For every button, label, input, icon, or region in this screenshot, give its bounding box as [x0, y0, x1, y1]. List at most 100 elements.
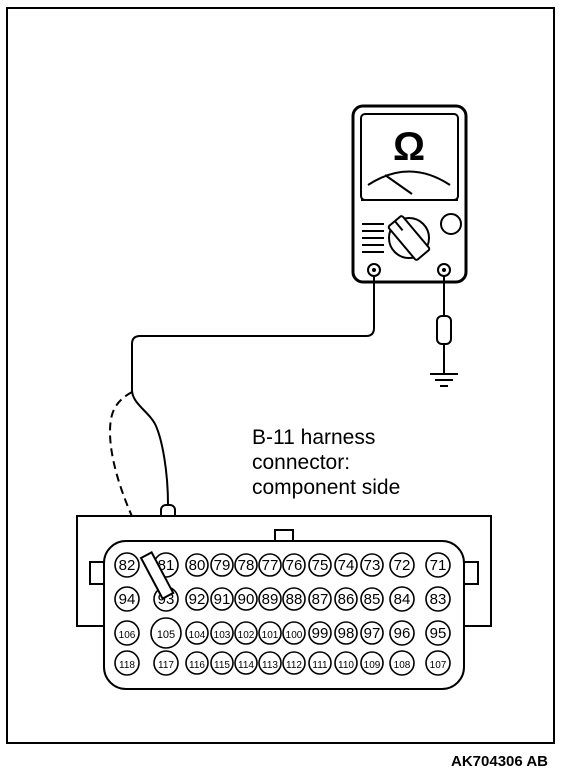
range-marks: [362, 223, 384, 253]
pin-75-outline: [308, 553, 332, 577]
pin-103-label: 103: [214, 630, 231, 641]
pin-101-outline: [258, 621, 282, 645]
pin-88-label: 88: [286, 591, 303, 608]
pin-113-label: 113: [262, 660, 278, 671]
pin-95-outline: [425, 620, 451, 646]
pin-96-outline: [389, 620, 415, 646]
pin-83-label: 83: [430, 591, 447, 608]
pin-92-outline: [185, 587, 209, 611]
pin-85-outline: [360, 587, 384, 611]
ground-symbol: [430, 373, 458, 387]
pin-94-outline: [114, 586, 140, 612]
pin-104-outline: [185, 621, 209, 645]
pin-112-outline: [282, 651, 306, 675]
ground-lead: [436, 276, 452, 374]
pin-84-label: 84: [394, 591, 411, 608]
pin-104-label: 104: [189, 630, 206, 641]
ground-probe: [436, 315, 452, 345]
pin-80-label: 80: [189, 557, 206, 574]
ohm-symbol: Ω: [393, 125, 425, 169]
pin-90-label: 90: [238, 591, 255, 608]
pin-77-label: 77: [262, 557, 279, 574]
pin-82-label: 82: [119, 557, 136, 574]
pin-71-outline: [425, 552, 451, 578]
pin-116-outline: [185, 651, 209, 675]
pin-75-label: 75: [312, 557, 329, 574]
pin-97-label: 97: [364, 625, 381, 642]
pin-113-outline: [258, 651, 282, 675]
pin-83-outline: [425, 586, 451, 612]
probe-blade-pin-93: [139, 550, 175, 600]
pin-103-outline: [210, 621, 234, 645]
pin-114-outline: [234, 651, 258, 675]
pin-73-label: 73: [364, 557, 381, 574]
pin-89-outline: [258, 587, 282, 611]
pin-100-label: 100: [286, 630, 303, 641]
pin-85-label: 85: [364, 591, 381, 608]
pin-84-outline: [389, 586, 415, 612]
pin-76-label: 76: [286, 557, 303, 574]
pin-116-label: 116: [189, 660, 205, 671]
pin-102-outline: [234, 621, 258, 645]
pin-115-outline: [210, 651, 234, 675]
pin-79-outline: [210, 553, 234, 577]
pin-94-label: 94: [119, 591, 136, 608]
pin-111-label: 111: [312, 660, 328, 671]
pin-87-label: 87: [312, 591, 329, 608]
pin-78-outline: [234, 553, 258, 577]
pin-100-outline: [282, 621, 306, 645]
pin-110-outline: [334, 651, 358, 675]
pin-80-outline: [185, 553, 209, 577]
pin-91-outline: [210, 587, 234, 611]
pin-101-label: 101: [262, 630, 279, 641]
pin-88-outline: [282, 587, 306, 611]
pin-114-label: 114: [238, 660, 254, 671]
pin-106-label: 106: [119, 630, 136, 641]
pin-95-label: 95: [430, 625, 447, 642]
pin-71-label: 71: [430, 557, 447, 574]
pin-115-label: 115: [214, 660, 230, 671]
figure-id: AK704306 AB: [451, 753, 548, 770]
meter-scale-arc: [367, 170, 451, 186]
pin-106-outline: [114, 620, 140, 646]
test-lead-wire: [131, 276, 375, 506]
pin-112-label: 112: [286, 660, 302, 671]
pin-98-outline: [334, 621, 358, 645]
pin-99-label: 99: [312, 625, 329, 642]
pin-87-outline: [308, 587, 332, 611]
meter-needle: [384, 174, 413, 195]
pin-91-label: 91: [214, 591, 231, 608]
pin-73-outline: [360, 553, 384, 577]
pin-78-label: 78: [238, 557, 255, 574]
pin-90-outline: [234, 587, 258, 611]
pin-98-label: 98: [338, 625, 355, 642]
pin-105-label: 105: [157, 629, 175, 641]
pin-117-outline: [153, 650, 179, 676]
pin-99-outline: [308, 621, 332, 645]
figure-border: [6, 7, 555, 744]
pin-77-outline: [258, 553, 282, 577]
selector-pointer: [387, 215, 431, 261]
pin-76-outline: [282, 553, 306, 577]
caption-line-2: connector:: [252, 451, 350, 474]
ohmmeter: Ω: [351, 104, 468, 284]
pin-86-outline: [334, 587, 358, 611]
pin-79-label: 79: [214, 557, 231, 574]
pin-110-label: 110: [338, 660, 354, 671]
pin-105-outline: [150, 617, 182, 649]
pin-97-outline: [360, 621, 384, 645]
pin-117-label: 117: [158, 660, 174, 671]
pin-74-outline: [334, 553, 358, 577]
zero-adjust-knob: [440, 213, 462, 235]
pin-109-outline: [360, 651, 384, 675]
pin-74-label: 74: [338, 557, 355, 574]
pin-118-label: 118: [119, 660, 135, 671]
pin-92-label: 92: [189, 591, 206, 608]
pin-86-label: 86: [338, 591, 355, 608]
pin-72-label: 72: [394, 557, 411, 574]
pin-96-label: 96: [394, 625, 411, 642]
pin-72-outline: [389, 552, 415, 578]
pin-108-label: 108: [394, 660, 411, 671]
